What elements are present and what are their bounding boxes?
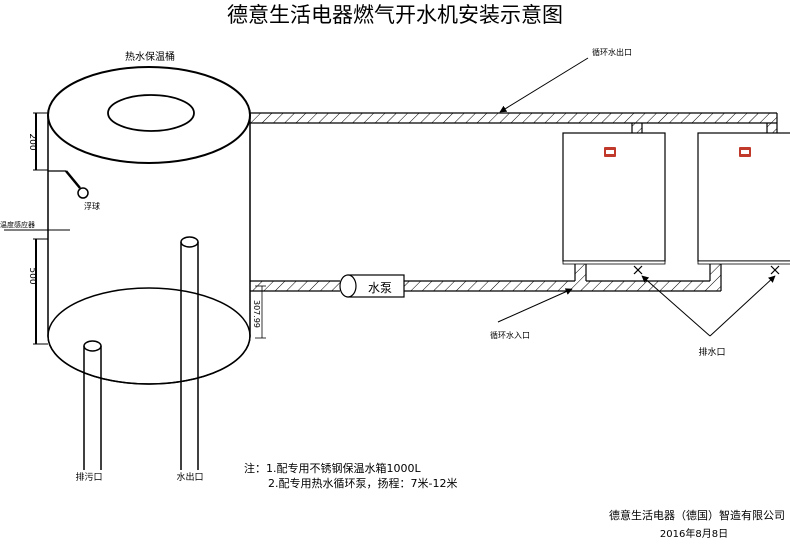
float-ball-label: 浮球 xyxy=(84,201,100,211)
dimension-200-label: 200 xyxy=(27,133,37,150)
circulation-inlet-label: 循环水入口 xyxy=(490,330,530,340)
dimension-side xyxy=(255,285,266,339)
valve-x-icon xyxy=(770,265,780,275)
dimension-200 xyxy=(33,112,48,171)
water-outlet-pipe xyxy=(180,236,199,470)
sewage-outlet-pipe xyxy=(83,340,102,470)
heater-logo-icon xyxy=(739,147,751,157)
dimension-500 xyxy=(33,238,48,345)
valve-x-icon xyxy=(633,265,643,275)
circulation-inlet-pipe xyxy=(250,262,722,292)
inlet-arrow xyxy=(497,288,573,323)
diagram-date: 2016年8月8日 xyxy=(660,527,728,540)
note-line-2: 2.配专用热水循环泵，扬程：7米-12米 xyxy=(268,476,457,490)
company-name: 德意生活电器（德国）智造有限公司 xyxy=(609,508,785,522)
tank-label: 热水保温桶 xyxy=(125,50,175,63)
circulation-outlet-pipe xyxy=(250,112,778,133)
drain-outlet-label: 排水口 xyxy=(698,346,725,358)
insulated-tank xyxy=(47,66,251,385)
outlet-arrow xyxy=(499,57,589,113)
water-heater-1 xyxy=(562,132,666,265)
water-outlet-label: 水出口 xyxy=(176,471,203,483)
heater-logo-icon xyxy=(604,147,616,157)
pump xyxy=(339,274,405,298)
pump-label: 水泵 xyxy=(368,281,392,295)
dimension-500-label: 500 xyxy=(27,267,37,284)
water-heater-2 xyxy=(697,132,790,265)
drain-arrow-1 xyxy=(641,275,711,337)
diagram-title: 德意生活电器燃气开水机安装示意图 xyxy=(227,3,563,27)
float-ball xyxy=(48,170,89,199)
dimension-side-label: 307.99 xyxy=(252,300,261,328)
drain-arrow-2 xyxy=(709,275,776,337)
circulation-outlet-label: 循环水出口 xyxy=(592,47,632,57)
note-line-1: 注：1.配专用不锈钢保温水箱1000L xyxy=(244,461,421,475)
sewage-outlet-label: 排污口 xyxy=(75,471,102,483)
temp-sensor-label: 温度感应器 xyxy=(0,220,35,229)
